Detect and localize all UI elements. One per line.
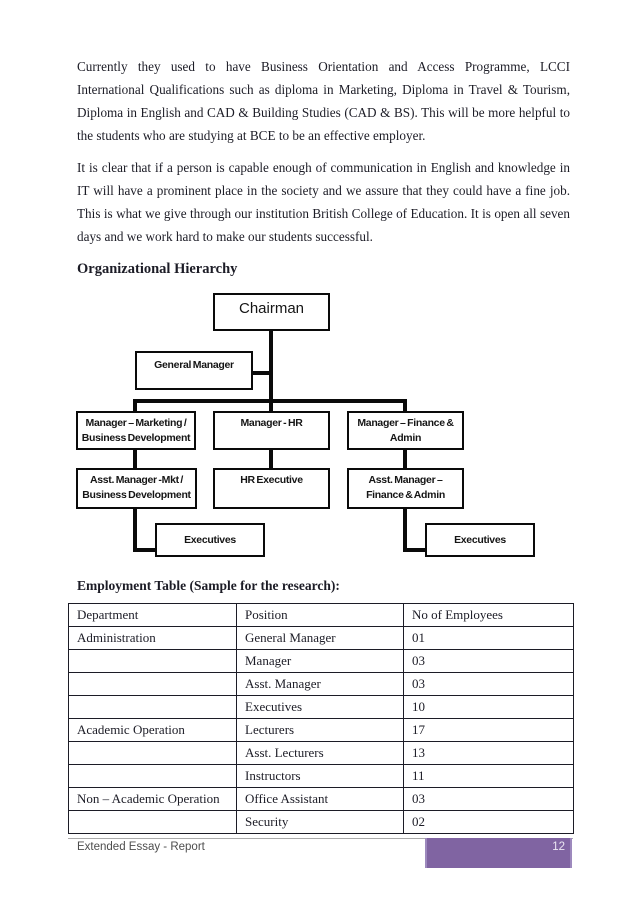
- connector-drop-right: [403, 399, 407, 411]
- org-node-manager-hr: Manager - HR: [213, 411, 330, 450]
- org-hierarchy-heading: Organizational Hierarchy: [77, 261, 238, 277]
- cell-position: Asst. Manager: [236, 672, 404, 696]
- org-node-hr-executive: HR Executive: [213, 468, 330, 509]
- cell-count: 10: [403, 695, 574, 719]
- cell-department: [68, 810, 237, 834]
- body-paragraph-2: It is clear that if a person is capable …: [77, 160, 570, 244]
- connector-marketing-asst: [133, 450, 137, 468]
- org-node-asst-manager-marketing: Asst. Manager -Mkt / Business Developmen…: [76, 468, 197, 509]
- footer-page-number-bar: 12: [425, 838, 572, 868]
- connector-elbow-left-horizontal: [133, 548, 155, 552]
- table-row: Security 02: [68, 810, 574, 834]
- cell-count: 11: [403, 764, 574, 788]
- org-node-general-manager: General Manager: [135, 351, 253, 390]
- cell-department: [68, 764, 237, 788]
- connector-general-manager: [253, 371, 271, 375]
- footer-divider: [68, 838, 573, 839]
- table-row: Administration General Manager 01: [68, 626, 574, 650]
- cell-department: [68, 695, 237, 719]
- connector-branch-horizontal: [133, 399, 407, 403]
- footer-document-title: Extended Essay - Report: [77, 841, 205, 853]
- cell-position: Instructors: [236, 764, 404, 788]
- cell-count: 13: [403, 741, 574, 765]
- org-chart: Chairman General Manager Manager – Marke…: [0, 285, 638, 565]
- table-row: Instructors 11: [68, 764, 574, 788]
- cell-count: 03: [403, 672, 574, 696]
- cell-department: Administration: [68, 626, 237, 650]
- cell-count: 03: [403, 787, 574, 811]
- table-row: Academic Operation Lecturers 17: [68, 718, 574, 742]
- connector-drop-left: [133, 399, 137, 411]
- column-header-department: Department: [68, 603, 237, 627]
- cell-count: 17: [403, 718, 574, 742]
- cell-position: Office Assistant: [236, 787, 404, 811]
- cell-department: Academic Operation: [68, 718, 237, 742]
- connector-elbow-left-vertical: [133, 509, 137, 552]
- org-node-chairman: Chairman: [213, 293, 330, 331]
- cell-count: 01: [403, 626, 574, 650]
- cell-department: [68, 672, 237, 696]
- cell-position: Asst. Lecturers: [236, 741, 404, 765]
- connector-hr-exec: [269, 450, 273, 468]
- cell-position: Manager: [236, 649, 404, 673]
- org-node-executives-left: Executives: [155, 523, 265, 557]
- employment-table: Department Position No of Employees Admi…: [68, 603, 574, 834]
- connector-finance-asst: [403, 450, 407, 468]
- connector-elbow-right-horizontal: [403, 548, 425, 552]
- employment-table-heading: Employment Table (Sample for the researc…: [77, 578, 340, 593]
- org-node-asst-manager-finance: Asst. Manager – Finance & Admin: [347, 468, 464, 509]
- cell-department: [68, 649, 237, 673]
- table-row: Asst. Manager 03: [68, 672, 574, 696]
- body-paragraph-1: Currently they used to have Business Ori…: [77, 59, 570, 143]
- org-node-manager-finance: Manager – Finance & Admin: [347, 411, 464, 450]
- org-node-manager-marketing: Manager – Marketing / Business Developme…: [76, 411, 196, 450]
- page-number: 12: [552, 841, 565, 853]
- cell-department: [68, 741, 237, 765]
- table-row: Executives 10: [68, 695, 574, 719]
- connector-elbow-right-vertical: [403, 509, 407, 552]
- cell-position: Lecturers: [236, 718, 404, 742]
- table-row: Manager 03: [68, 649, 574, 673]
- cell-count: 02: [403, 810, 574, 834]
- table-row: Asst. Lecturers 13: [68, 741, 574, 765]
- cell-count: 03: [403, 649, 574, 673]
- org-node-executives-right: Executives: [425, 523, 535, 557]
- cell-position: Security: [236, 810, 404, 834]
- cell-position: Executives: [236, 695, 404, 719]
- table-row: Non – Academic Operation Office Assistan…: [68, 787, 574, 811]
- cell-department: Non – Academic Operation: [68, 787, 237, 811]
- connector-chairman-vertical: [269, 331, 273, 411]
- column-header-employees: No of Employees: [403, 603, 574, 627]
- table-header-row: Department Position No of Employees: [68, 603, 574, 627]
- column-header-position: Position: [236, 603, 404, 627]
- cell-position: General Manager: [236, 626, 404, 650]
